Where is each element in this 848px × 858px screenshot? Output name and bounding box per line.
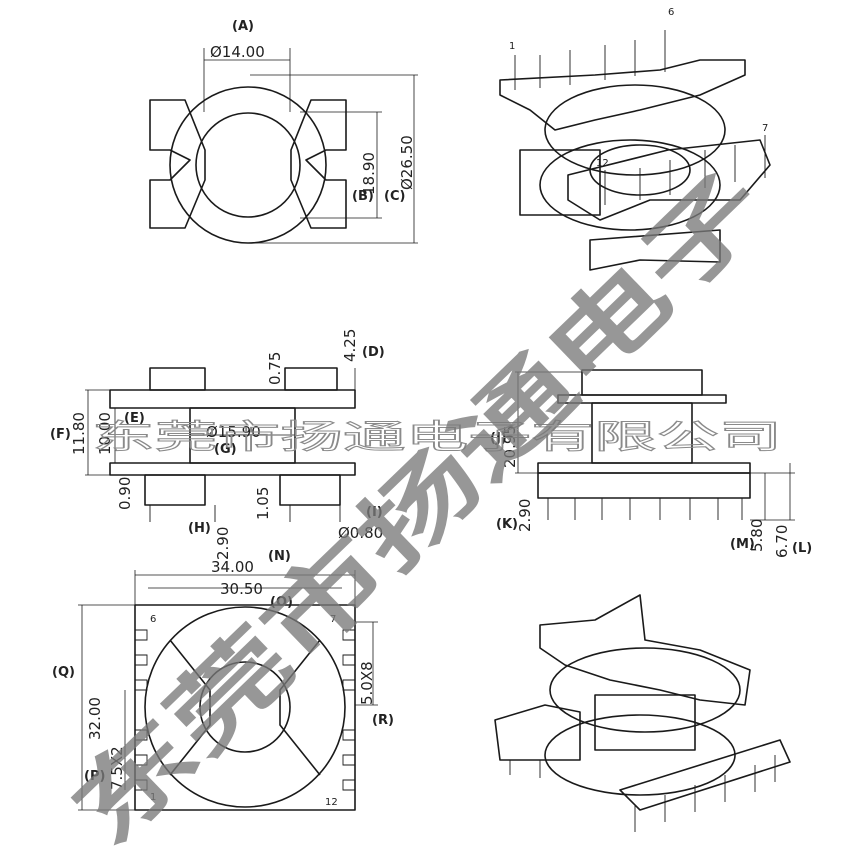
iso-top-ring [544,84,726,176]
dim-mid-value: 1.05 [254,487,272,520]
iso-bottom-flange [567,139,771,221]
front-pins [547,498,743,520]
iso-bottom-ring [539,139,721,231]
bottom-pin-7: 7 [330,614,336,625]
label-A: (A) [232,19,254,34]
label-Q: (Q) [52,665,75,680]
iso-top-view: 1 6 7 12 [499,7,771,271]
left-wing [149,99,206,229]
iso-bottom-base [589,229,721,271]
iso2-right-pins-block [619,739,791,811]
dim-Q-value: 32.00 [86,697,104,740]
right-wing [290,99,347,229]
label-K: (K) [496,517,518,532]
dim-B-value: 18.90 [360,152,378,195]
label-N: (N) [268,549,291,564]
dim-E-value: 10.00 [96,412,114,455]
dim-C-value: Ø26.50 [398,135,416,190]
iso-bottom-view [494,594,791,832]
dim-L-value: 6.70 [773,525,791,558]
top-view: Ø14.00 (A) 18.90 (B) Ø26.50 (C) [149,19,418,244]
outer-flange-circle [169,86,327,244]
dim-H-value: 2.90 [214,527,232,560]
dim-K-value: 2.90 [516,499,534,532]
iso2-upper-ring [549,647,741,733]
dim-N-value: 34.00 [211,558,254,576]
bottom-pin-6: 6 [150,614,156,625]
label-B: (B) [352,189,374,204]
label-M: (M) [730,537,755,552]
dim-R-value: 5.0X8 [358,661,376,705]
label-G: (G) [214,442,237,457]
watermark-line: 东莞市扬通电子有限公司 [92,417,782,456]
dim-A-value: Ø14.00 [210,43,265,61]
front-bottom-flange [537,462,751,474]
dim-top-gap-value: 0.75 [266,352,284,385]
bottom-view: 6 7 1 12 34.00 (N) 30.50 (O) 32.00 (Q) 7… [52,549,394,811]
side-bottom-block-left [144,474,206,506]
dim-P-value: 7.5X2 [108,746,126,790]
iso2-left-pins-block [494,704,581,761]
label-C: (C) [384,189,405,204]
dim-O-value: 30.50 [220,580,263,598]
bottom-outer-circle [144,606,346,808]
label-F: (F) [50,427,71,442]
core-circle [195,112,301,218]
bottom-left-cut [169,639,211,776]
bottom-slots-left [135,629,148,791]
front-view: 20.95 (J) 2.90 (K) 5.80 6.70 (M) (L) [490,369,812,558]
side-bottom-flange [109,462,356,476]
label-D: (D) [362,345,385,360]
side-bottom-block-right [279,474,341,506]
label-J: (J) [490,431,507,446]
side-view: 0.75 4.25 (D) 11.80 (F) 10.00 (E) Ø15.90… [50,329,385,560]
iso2-lower-ring [544,714,736,796]
iso-pin-7: 7 [762,123,768,134]
iso-top-flange [499,59,746,131]
side-top-tab-left [149,367,206,391]
dim-J-value: 20.95 [501,425,519,468]
iso-pin-1: 1 [509,41,515,52]
side-top-flange [109,389,356,409]
bottom-outline [134,604,356,811]
bottom-pin-1: 1 [150,792,156,803]
bottom-core-circle [199,661,291,753]
front-pin-row [537,472,751,499]
label-R: (R) [372,713,394,728]
iso-pin-6: 6 [668,7,674,18]
bottom-pin-12: 12 [325,797,338,808]
iso2-top-flange [539,594,751,706]
label-H: (H) [188,521,211,536]
label-L: (L) [792,541,812,556]
bottom-slots-right [342,629,355,791]
iso-pin-12: 12 [596,158,609,169]
side-top-tab-right [284,367,338,391]
iso-body [519,149,601,216]
dim-D-value: 4.25 [341,329,359,362]
label-O: (O) [270,595,293,610]
dim-G-value: Ø15.90 [206,423,261,441]
label-I: (I) [366,505,383,520]
dim-M-value: 5.80 [748,519,766,552]
label-E: (E) [124,411,145,426]
dim-left-pin-value: 0.90 [116,477,134,510]
iso2-pins [509,755,776,832]
bottom-right-cut [279,639,321,776]
label-P: (P) [84,769,105,784]
dim-F-value: 11.80 [70,412,88,455]
dim-I-value: Ø0.80 [338,524,383,542]
iso2-body [594,694,696,751]
